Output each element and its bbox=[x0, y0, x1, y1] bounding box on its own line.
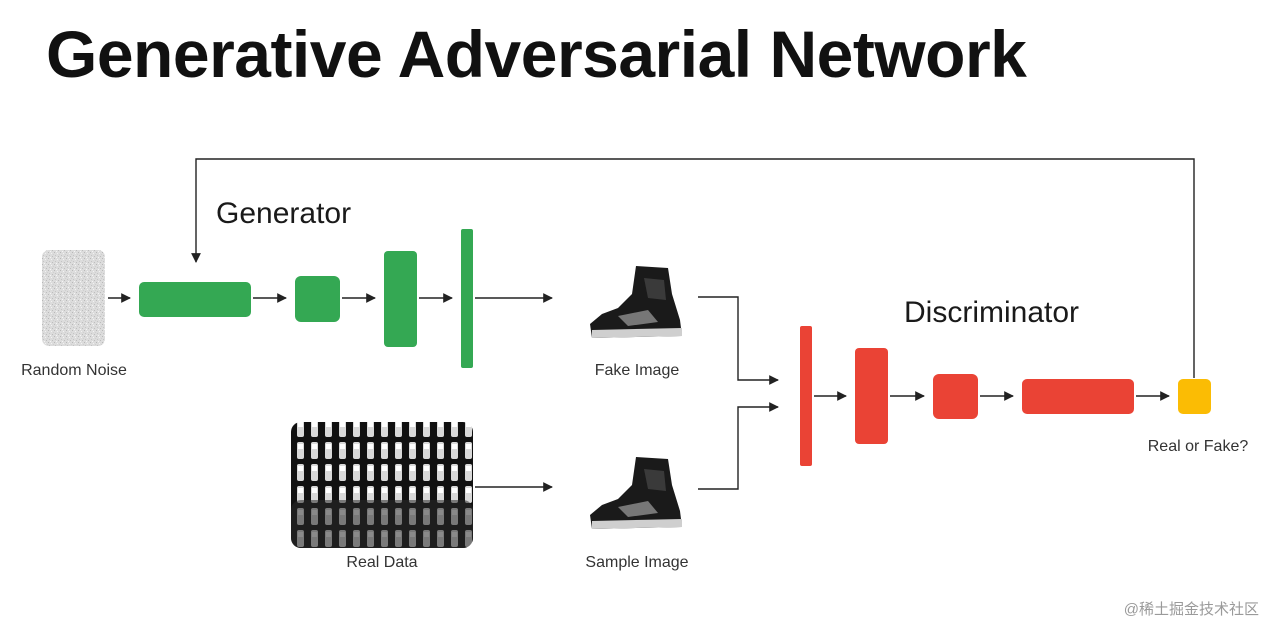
discriminator-label: Discriminator bbox=[904, 296, 1080, 329]
discriminator-network bbox=[800, 326, 1211, 466]
discriminator-input-arrows bbox=[698, 296, 779, 490]
fake-image-caption: Fake Image bbox=[594, 362, 680, 379]
fake-image-boot-icon bbox=[590, 266, 682, 338]
discriminator-layer-4 bbox=[1022, 379, 1134, 414]
discriminator-layer-3 bbox=[933, 374, 978, 419]
feedback-loop bbox=[191, 158, 1195, 378]
real-data-icon bbox=[291, 422, 473, 548]
generator-network bbox=[139, 229, 473, 368]
generator-layer-4 bbox=[461, 229, 473, 368]
page-title: Generative Adversarial Network bbox=[46, 17, 1027, 91]
sample-image-boot-icon bbox=[590, 457, 682, 529]
generator-layer-1 bbox=[139, 282, 251, 317]
discriminator-layer-2 bbox=[855, 348, 888, 444]
real-data-caption: Real Data bbox=[346, 554, 418, 571]
output-node bbox=[1178, 379, 1211, 414]
random-noise-caption: Random Noise bbox=[21, 362, 127, 379]
output-caption: Real or Fake? bbox=[1147, 438, 1249, 455]
watermark: @稀土掘金技术社区 bbox=[1123, 601, 1259, 618]
generator-label: Generator bbox=[216, 197, 352, 230]
generator-layer-3 bbox=[384, 251, 417, 347]
generator-layer-2 bbox=[295, 276, 340, 322]
random-noise-icon bbox=[42, 250, 105, 346]
sample-image-caption: Sample Image bbox=[585, 554, 689, 571]
discriminator-layer-1 bbox=[800, 326, 812, 466]
